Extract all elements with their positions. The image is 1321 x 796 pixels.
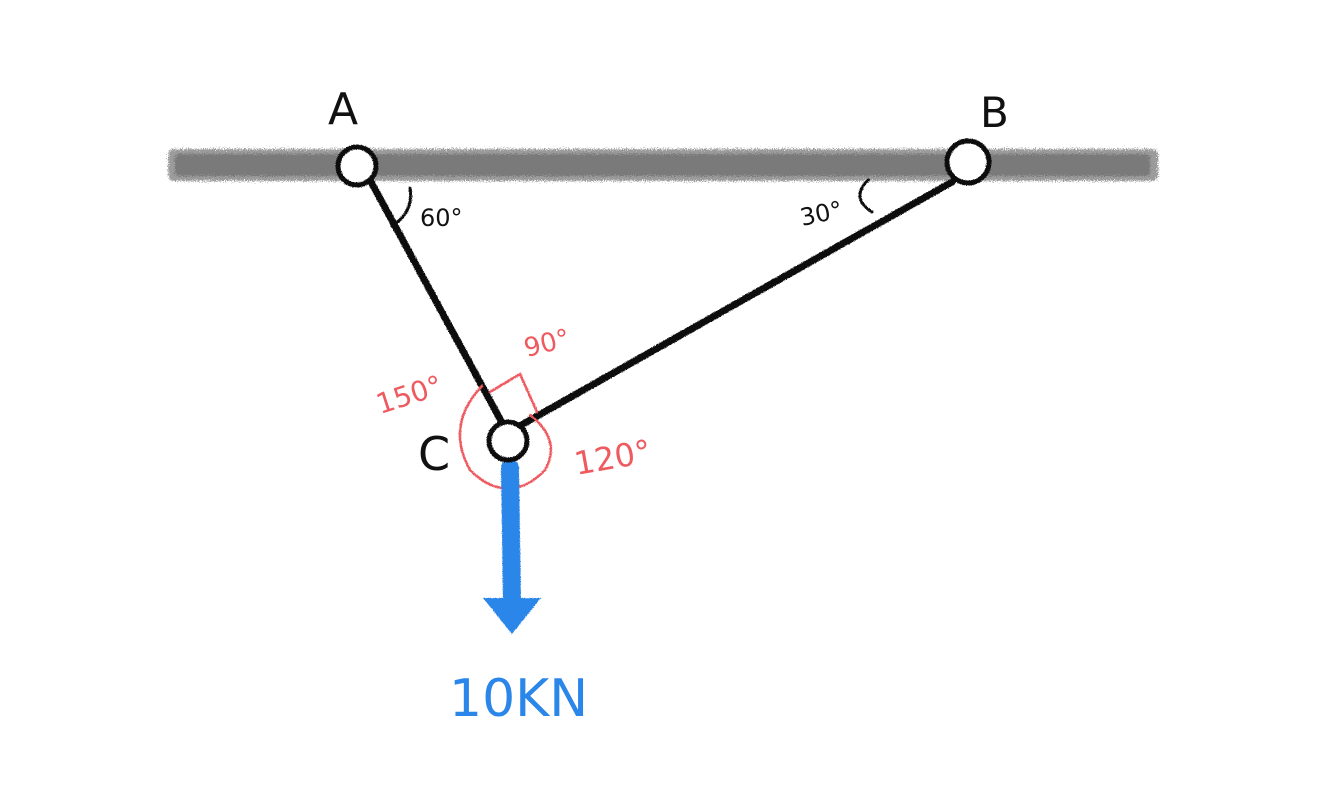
label-angle-c-right: 90° bbox=[521, 324, 573, 364]
right-angle-mark bbox=[488, 372, 539, 414]
arrowhead bbox=[483, 598, 541, 634]
pin-b-icon bbox=[944, 138, 992, 186]
angle-arc-a bbox=[390, 186, 413, 228]
load-arrow bbox=[483, 459, 541, 634]
label-angle-c-ac: 150° bbox=[372, 369, 446, 421]
angle-arc-c-right bbox=[508, 413, 553, 490]
angle-arc-b bbox=[858, 178, 874, 214]
ceiling-support bbox=[168, 149, 1158, 181]
label-point-c: C bbox=[418, 427, 450, 481]
label-point-a: A bbox=[328, 84, 358, 135]
pin-a-icon bbox=[335, 144, 379, 188]
label-angle-b: 30° bbox=[798, 196, 845, 232]
member-bc bbox=[512, 178, 956, 432]
angle-arc-c-left bbox=[458, 384, 507, 490]
member-ac bbox=[366, 176, 510, 434]
arrow-down-icon bbox=[501, 459, 521, 611]
label-load: 10KN bbox=[449, 669, 588, 729]
label-point-b: B bbox=[980, 88, 1009, 137]
label-angle-a: 60° bbox=[420, 204, 463, 232]
label-angle-c-bc: 120° bbox=[571, 432, 654, 483]
pin-c-icon bbox=[486, 419, 530, 463]
